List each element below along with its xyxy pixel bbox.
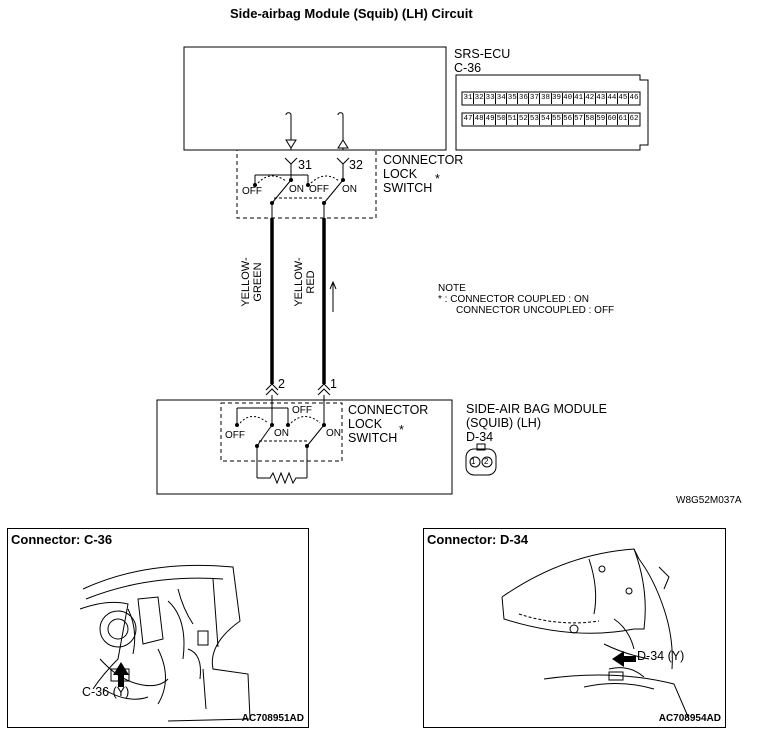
squib-resistor (257, 471, 307, 485)
c36-pin-58: 58 (585, 114, 596, 125)
d34-location-illustration (501, 548, 690, 720)
ecu-name: SRS-ECU (454, 47, 511, 61)
c36-pin-49: 49 (485, 114, 497, 125)
c36-pin-52: 52 (518, 114, 530, 125)
c36-pin-38: 38 (540, 93, 552, 104)
diagram-title: Side-airbag Module (Squib) (LH) Circuit (230, 6, 473, 21)
c36-pin-33: 33 (485, 93, 497, 104)
module-connector-id: D-34 (466, 430, 494, 444)
module-switch-on-left: ON (274, 428, 289, 439)
c36-pin-41: 41 (574, 93, 585, 104)
c36-callout-label: C-36 (Y) (82, 685, 130, 699)
ecu-connector-id: C-36 (454, 61, 482, 75)
c36-pin-40: 40 (563, 93, 574, 104)
ecu-terminal-31 (285, 112, 292, 140)
ecu-pin-32: 32 (349, 158, 363, 172)
c36-pin-62: 62 (629, 115, 639, 123)
side-airbag-module-box (156, 399, 453, 495)
ecu-switch-on-right: ON (342, 184, 357, 195)
c36-pin-54: 54 (540, 114, 552, 125)
panel-connector-d34: Connector: D-34 D-34 (Y) AC708954AD (423, 528, 726, 728)
c36-pin-56: 56 (563, 114, 574, 125)
d34-figure-code: AC708954AD (658, 713, 721, 724)
c36-pin-50: 50 (496, 114, 508, 125)
c36-pin-46: 46 (629, 94, 639, 102)
ecu-lock-switch-label: CONNECTOR LOCK SWITCH (383, 153, 464, 195)
panel-connector-c36: Connector: C-36 C-36 (Y) AC708951AD (7, 528, 309, 728)
wire-label-yellow-red: YELLOW- RED (293, 257, 317, 307)
c36-pin-43: 43 (596, 93, 607, 104)
c36-pin-61: 61 (618, 114, 629, 125)
c36-pin-57: 57 (574, 114, 585, 125)
c36-pin-60: 60 (607, 114, 618, 125)
panel-c36-title: Connector: C-36 (11, 532, 113, 547)
c36-pin-37: 37 (529, 93, 541, 104)
c36-pin-53: 53 (529, 114, 541, 125)
module-name: SIDE-AIR BAG MODULE (SQUIB) (LH) (466, 402, 607, 430)
module-lock-switch-box (220, 402, 343, 462)
ecu-switch-off-right: OFF (309, 184, 329, 195)
c36-pin-34: 34 (496, 93, 508, 104)
d34-plug-pin-1: 1 (471, 457, 476, 466)
c36-pin-47: 47 (463, 114, 475, 125)
c36-pin-59: 59 (596, 114, 607, 125)
srs-ecu-box (183, 46, 447, 151)
note-line-coupled: * : CONNECTOR COUPLED : ON (438, 294, 589, 305)
c36-pin-42: 42 (585, 93, 596, 104)
figure-code: W8G52M037A (676, 495, 742, 506)
ecu-switch-off-left: OFF (242, 186, 262, 197)
c36-pin-51: 51 (507, 114, 519, 125)
c36-pin-55: 55 (552, 114, 563, 125)
c36-pin-35: 35 (507, 93, 519, 104)
wire-label-yellow-green: YELLOW- GREEN (240, 257, 264, 307)
c36-connector-face (455, 74, 649, 151)
c36-pin-45: 45 (618, 93, 629, 104)
d34-plug-pin-2: 2 (484, 457, 489, 466)
c36-pointer-arrow (113, 662, 129, 687)
c36-pin-39: 39 (552, 93, 563, 104)
circuit-diagram (156, 46, 649, 495)
module-switch-off-left: OFF (225, 430, 245, 441)
module-pin-1: 1 (330, 377, 337, 391)
c36-pin-48: 48 (474, 114, 486, 125)
c36-pin-32: 32 (474, 93, 486, 104)
d34-pointer-arrow (612, 651, 636, 667)
panel-d34-title: Connector: D-34 (427, 532, 529, 547)
c36-figure-code: AC708951AD (241, 713, 304, 724)
ecu-lock-switch-box (236, 149, 377, 219)
c36-pin-31: 31 (463, 93, 475, 104)
ecu-pin-31: 31 (298, 158, 312, 172)
ecu-lock-asterisk: * (435, 172, 440, 186)
d34-callout-label: D-34 (Y) (637, 649, 685, 663)
d34-plug-icon (465, 443, 497, 476)
c36-location-illustration (79, 564, 251, 722)
c36-pin-36: 36 (518, 93, 530, 104)
ecu-switch-on-left: ON (289, 184, 304, 195)
module-switch-off-top: OFF (292, 405, 312, 416)
module-switch-on-right: ON (326, 428, 341, 439)
module-lock-switch-label: CONNECTOR LOCK SWITCH (348, 403, 429, 445)
note-line-uncoupled: CONNECTOR UNCOUPLED : OFF (456, 305, 615, 316)
module-lock-asterisk: * (399, 423, 404, 437)
c36-pin-44: 44 (607, 93, 618, 104)
ecu-terminal-32 (337, 112, 344, 140)
note-heading: NOTE (438, 283, 466, 294)
module-pin-2: 2 (278, 377, 285, 391)
